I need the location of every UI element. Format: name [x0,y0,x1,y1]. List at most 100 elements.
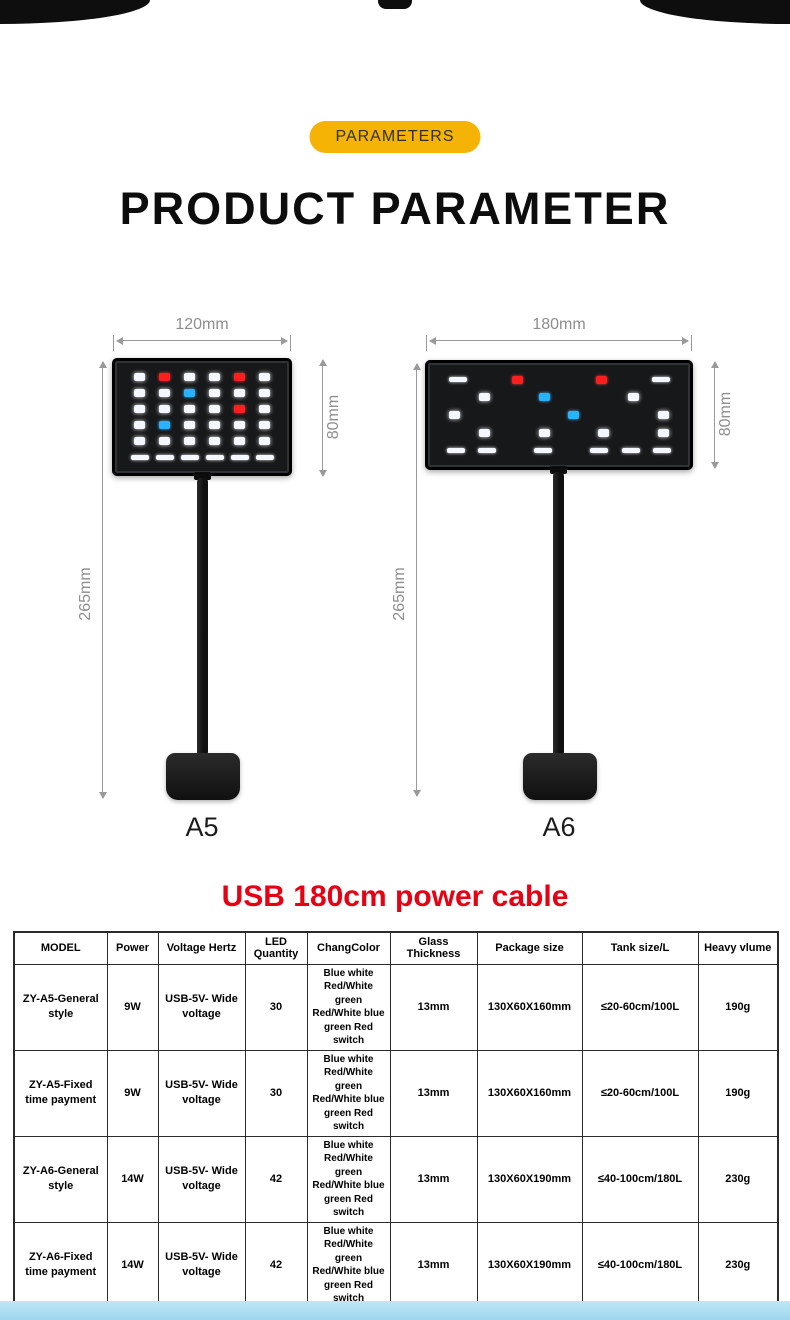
table-cell: 14W [106,1135,159,1223]
led-white [134,421,145,429]
table-cell: 13mm [389,1221,478,1309]
a5-height-dimension-label: 80mm [325,394,342,440]
a6-lamp-base [523,753,597,800]
led-red [511,375,523,384]
table-cell: ZY-A5-Fixed time payment [13,1049,108,1137]
bottom-accent-bar [0,1301,790,1320]
led-row [127,401,277,417]
a6-width-dimension-line [426,335,692,351]
table-cell: 130X60X160mm [476,963,583,1051]
top-right-corner-decor [640,0,790,24]
top-center-notch [378,0,412,9]
led-white [478,447,497,453]
a6-width-dimension-label: 180mm [532,316,586,333]
led-white [255,454,274,460]
led-white [259,437,270,445]
table-cell: 190g [697,963,779,1051]
table-cell: 30 [244,1049,308,1137]
a6-length-dimension-line [413,363,421,797]
table-cell: ≤40-100cm/180L [581,1135,699,1223]
table-cell: USB-5V- Wide voltage [157,963,246,1051]
led-white [259,389,270,397]
led-red [234,373,245,381]
led-white [234,421,245,429]
led-white [449,410,461,419]
page-title: PRODUCT PARAMETER [119,183,671,234]
led-row [127,449,277,465]
led-white [598,428,610,437]
led-white [234,437,245,445]
led-white [209,437,220,445]
led-white [184,405,195,413]
a6-lamp-panel [425,360,693,470]
led-white [590,447,609,453]
table-cell: 13mm [389,963,478,1051]
led-white [651,377,670,383]
a6-lamp-pole [553,472,564,756]
led-row [440,406,678,424]
led-white [653,447,672,453]
led-white [621,447,640,453]
table-cell: 230g [697,1221,779,1309]
led-white [209,389,220,397]
table-cell: 9W [106,963,159,1051]
dimension-tick [290,335,291,351]
table-cell: ZY-A6-General style [13,1135,108,1223]
table-header-cell: ChangColor [306,931,391,965]
table-header-cell: Voltage Hertz [157,931,246,965]
table-cell: 190g [697,1049,779,1137]
led-white [159,437,170,445]
table-cell: 14W [106,1221,159,1309]
led-row [127,417,277,433]
table-cell: USB-5V- Wide voltage [157,1221,246,1309]
table-cell: 130X60X190mm [476,1135,583,1223]
parameters-badge: PARAMETERS [309,121,481,153]
led-row [440,441,678,459]
led-white [479,428,491,437]
table-header-cell: Glass Thickness [389,931,478,965]
led-white [479,393,491,402]
led-row [440,371,678,389]
led-row [440,389,678,407]
led-red [234,405,245,413]
dimension-tick [691,335,692,351]
led-white [184,421,195,429]
a6-lamp-neck [550,466,567,474]
dimension-tick [426,335,427,351]
led-row [127,369,277,385]
led-red [159,373,170,381]
table-cell: 30 [244,963,308,1051]
a6-height-dimension-label: 80mm [717,391,734,437]
led-white [130,454,149,460]
led-blue [159,421,170,429]
table-cell: 13mm [389,1049,478,1137]
table-cell: 230g [697,1135,779,1223]
led-white [209,421,220,429]
table-cell: ≤20-60cm/100L [581,1049,699,1137]
led-white [234,389,245,397]
led-white [134,437,145,445]
table-header-cell: Tank size/L [581,931,699,965]
table-header-cell: Package size [476,931,583,965]
a5-lamp-neck [194,472,211,480]
table-header-cell: MODEL [13,931,108,965]
table-header-cell: LED Quantity [244,931,308,965]
led-white [155,454,174,460]
led-blue [184,389,195,397]
led-white [184,373,195,381]
led-white [134,405,145,413]
table-cell: 9W [106,1049,159,1137]
led-red [595,375,607,384]
led-white [230,454,249,460]
